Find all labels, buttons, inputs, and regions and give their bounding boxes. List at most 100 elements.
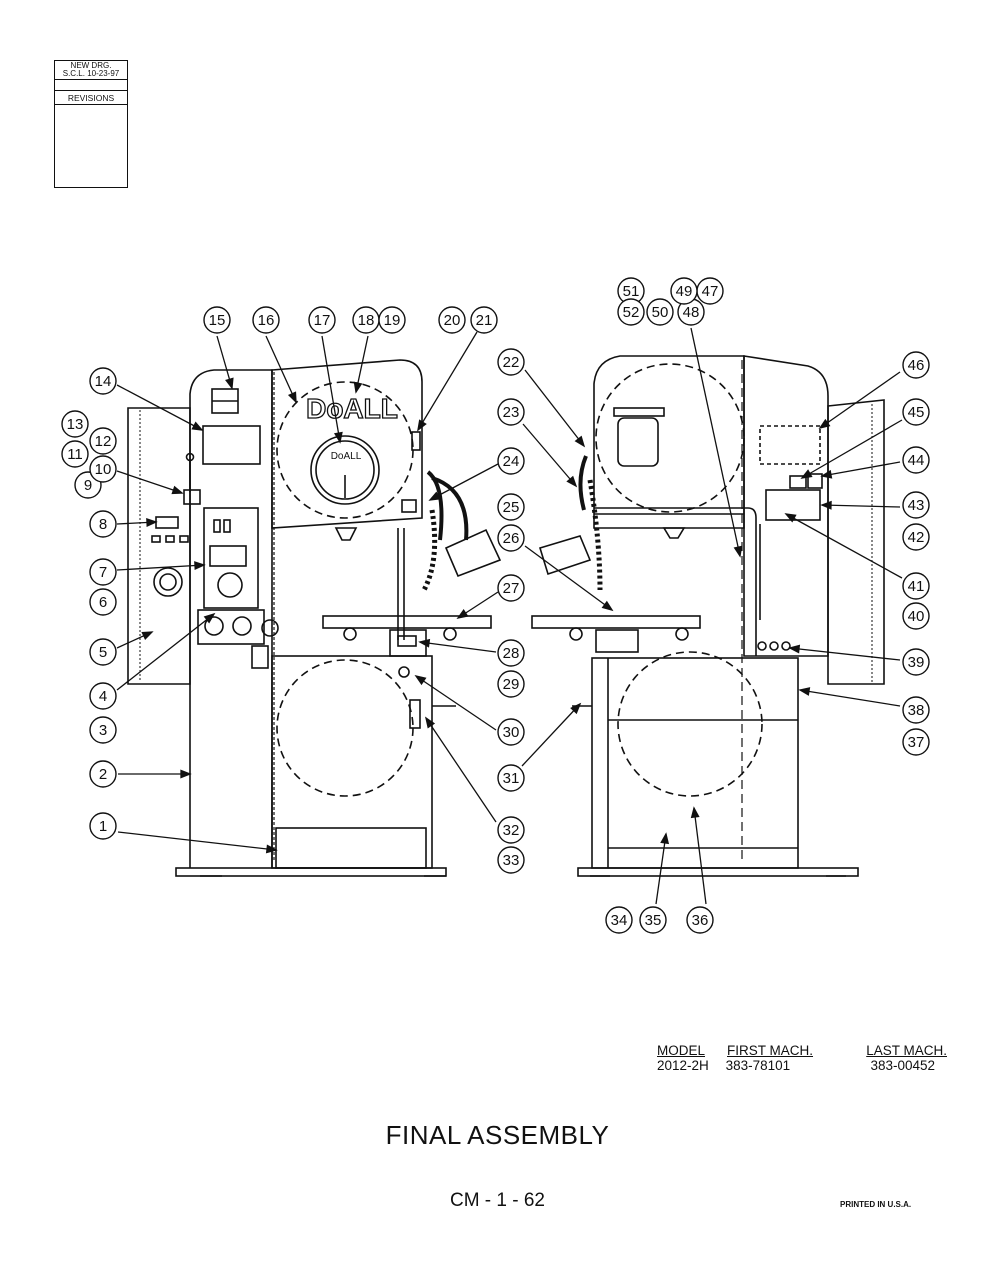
leader-arrowhead-7 xyxy=(194,561,206,570)
leader-line-4 xyxy=(116,613,215,691)
callout-36: 36 xyxy=(686,906,714,934)
callout-circle-14 xyxy=(89,367,117,395)
leader-arrowhead-43 xyxy=(820,500,832,510)
callout-43: 43 xyxy=(902,491,930,519)
callout-label-17: 17 xyxy=(314,312,331,329)
model-table-header: MODEL FIRST MACH. LAST MACH. xyxy=(657,1043,947,1058)
callout-label-29: 29 xyxy=(503,676,520,693)
callout-label-37: 37 xyxy=(908,734,925,751)
callout-12: 12 xyxy=(89,427,117,455)
leader-arrowhead-44 xyxy=(820,469,833,479)
gauge-logo: DoALL xyxy=(331,451,362,462)
callout-21: 21 xyxy=(470,306,498,334)
callout-label-18: 18 xyxy=(358,312,375,329)
callout-8: 8 xyxy=(89,510,117,538)
callout-32: 32 xyxy=(497,816,525,844)
callout-label-32: 32 xyxy=(503,822,520,839)
callout-label-5: 5 xyxy=(99,644,107,661)
callout-47: 47 xyxy=(696,277,724,305)
left-control-panel xyxy=(203,507,259,609)
callout-51: 51 xyxy=(617,277,645,305)
leader-line-26 xyxy=(524,545,613,611)
callout-circle-36 xyxy=(686,906,714,934)
leader-arrowhead-22 xyxy=(574,435,586,448)
callout-label-15: 15 xyxy=(209,312,226,329)
left-foot-pedal xyxy=(444,528,502,578)
callout-label-26: 26 xyxy=(503,530,520,547)
leader-line-22 xyxy=(524,369,585,447)
callout-circle-16 xyxy=(252,306,280,334)
callout-label-46: 46 xyxy=(908,357,925,374)
right-table xyxy=(531,615,701,629)
callout-circle-43 xyxy=(902,491,930,519)
callout-label-8: 8 xyxy=(99,516,107,533)
leader-arrowhead-1 xyxy=(265,844,278,854)
callout-circle-37 xyxy=(902,728,930,756)
leader-arrowhead-8 xyxy=(146,518,158,527)
callout-label-43: 43 xyxy=(908,497,925,514)
callout-circle-2 xyxy=(89,760,117,788)
leader-arrowhead-23 xyxy=(566,475,578,488)
callout-37: 37 xyxy=(902,728,930,756)
callout-50: 50 xyxy=(646,298,674,326)
callout-circle-39 xyxy=(902,648,930,676)
callout-11: 11 xyxy=(61,440,89,468)
callout-23: 23 xyxy=(497,398,525,426)
callout-circle-26 xyxy=(497,524,525,552)
callout-25: 25 xyxy=(497,493,525,521)
leader-arrowhead-41 xyxy=(784,513,797,523)
callout-label-12: 12 xyxy=(95,433,112,450)
callout-label-23: 23 xyxy=(503,404,520,421)
callout-circle-20 xyxy=(438,306,466,334)
callout-label-28: 28 xyxy=(503,645,520,662)
callout-label-25: 25 xyxy=(503,499,520,516)
leader-line-16 xyxy=(265,335,297,403)
callout-circle-40 xyxy=(902,602,930,630)
leader-line-28 xyxy=(419,641,497,653)
callout-label-7: 7 xyxy=(99,564,107,581)
callout-circle-11 xyxy=(61,440,89,468)
callout-10: 10 xyxy=(89,455,117,483)
callout-18: 18 xyxy=(352,306,380,334)
callout-label-9: 9 xyxy=(84,477,92,494)
callout-label-35: 35 xyxy=(645,912,662,929)
callout-34: 34 xyxy=(605,906,633,934)
page-number: CM - 1 - 62 xyxy=(449,1190,546,1211)
callout-label-16: 16 xyxy=(258,312,275,329)
revision-gap xyxy=(55,80,127,91)
leader-arrowhead-10 xyxy=(171,485,184,495)
left-lower-panel xyxy=(275,827,427,869)
leader-line-43 xyxy=(821,504,901,508)
callout-circle-49 xyxy=(670,277,698,305)
callout-label-24: 24 xyxy=(503,453,520,470)
callout-label-1: 1 xyxy=(99,818,107,835)
leader-line-10 xyxy=(116,470,183,494)
callout-label-22: 22 xyxy=(503,354,520,371)
leader-arrowhead-30 xyxy=(414,674,427,686)
callout-circle-41 xyxy=(902,572,930,600)
callout-label-33: 33 xyxy=(503,852,520,869)
leader-arrowhead-16 xyxy=(287,391,297,404)
revisions-label: REVISIONS xyxy=(55,91,127,105)
leader-line-21 xyxy=(417,331,478,431)
callout-circle-21 xyxy=(470,306,498,334)
left-display xyxy=(202,425,261,465)
callout-1: 1 xyxy=(89,812,117,840)
right-foot-pedal xyxy=(538,535,592,576)
leader-arrowhead-46 xyxy=(818,418,831,430)
callout-circle-22 xyxy=(497,348,525,376)
callout-circle-30 xyxy=(497,718,525,746)
model-value: 2012-2H xyxy=(657,1058,709,1073)
leader-arrowhead-34 xyxy=(660,832,670,845)
callout-label-34: 34 xyxy=(611,912,628,929)
callout-label-40: 40 xyxy=(908,608,925,625)
callout-label-14: 14 xyxy=(95,373,112,390)
leader-line-38 xyxy=(799,689,901,707)
callout-label-52: 52 xyxy=(623,304,640,321)
leader-arrowhead-18 xyxy=(353,381,363,394)
callout-44: 44 xyxy=(902,446,930,474)
callout-label-13: 13 xyxy=(67,416,84,433)
leader-line-17 xyxy=(321,335,341,443)
leader-arrowhead-4 xyxy=(203,612,216,624)
callout-40: 40 xyxy=(902,602,930,630)
